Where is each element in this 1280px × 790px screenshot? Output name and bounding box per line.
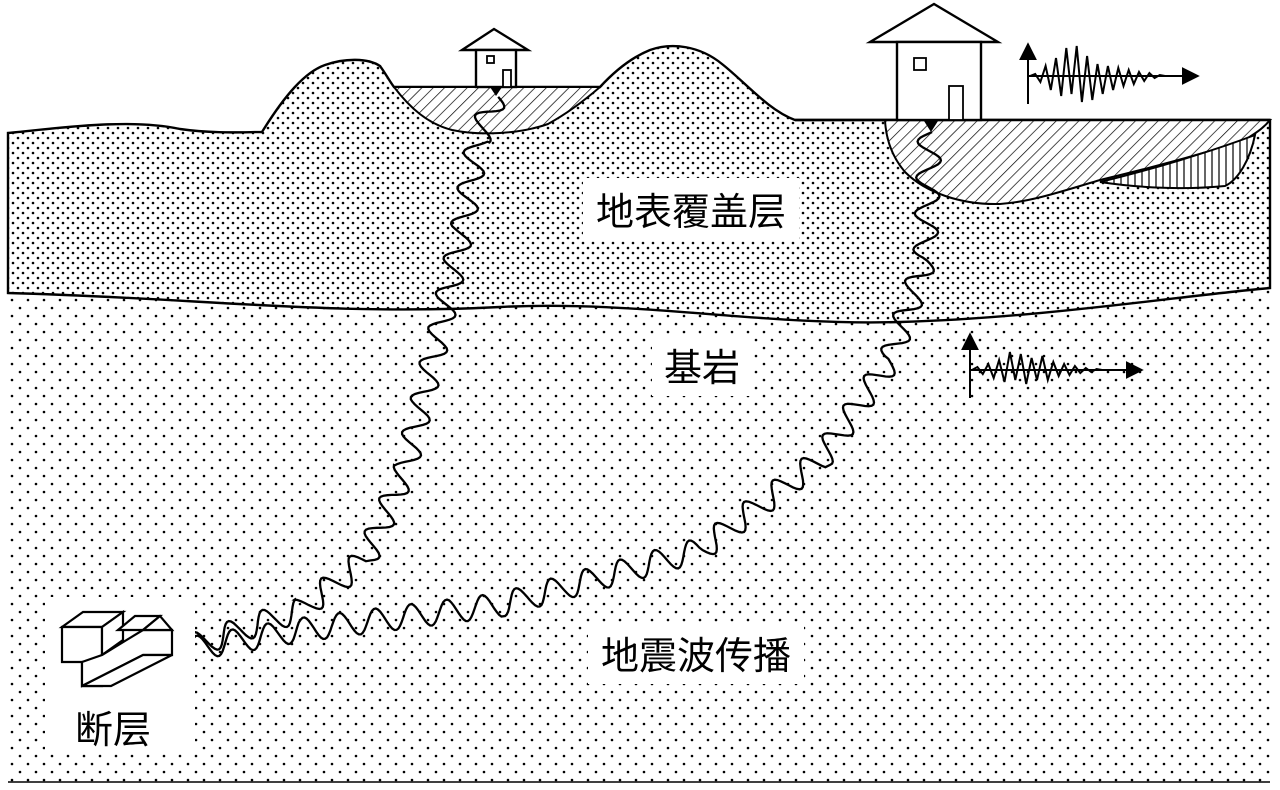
fault-label: 断层 (75, 708, 151, 752)
house-icon (865, 2, 1003, 132)
seismic-wave-ray-left (171, 96, 506, 663)
seismic-wave-ray-right (171, 131, 943, 664)
wave-propagation-label: 地震波传播 (588, 622, 804, 684)
house-icon (457, 27, 533, 96)
fault-block-icon (45, 597, 195, 752)
wave-propagation-label-text: 地震波传播 (601, 634, 791, 678)
seismic-wave-paths (171, 96, 943, 664)
seismogram-icon (961, 332, 1144, 398)
surface-layer-label-text: 地表覆盖层 (596, 190, 786, 234)
fault-label-text: 断层 (75, 708, 151, 752)
right-soil-wedge (1099, 133, 1257, 190)
surface-layer-label: 地表覆盖层 (583, 178, 799, 240)
bedrock-layer (8, 288, 1270, 782)
bedrock-label: 基岩 (652, 338, 752, 396)
bedrock-label-text: 基岩 (664, 346, 740, 390)
seismogram-icon (1019, 42, 1200, 104)
